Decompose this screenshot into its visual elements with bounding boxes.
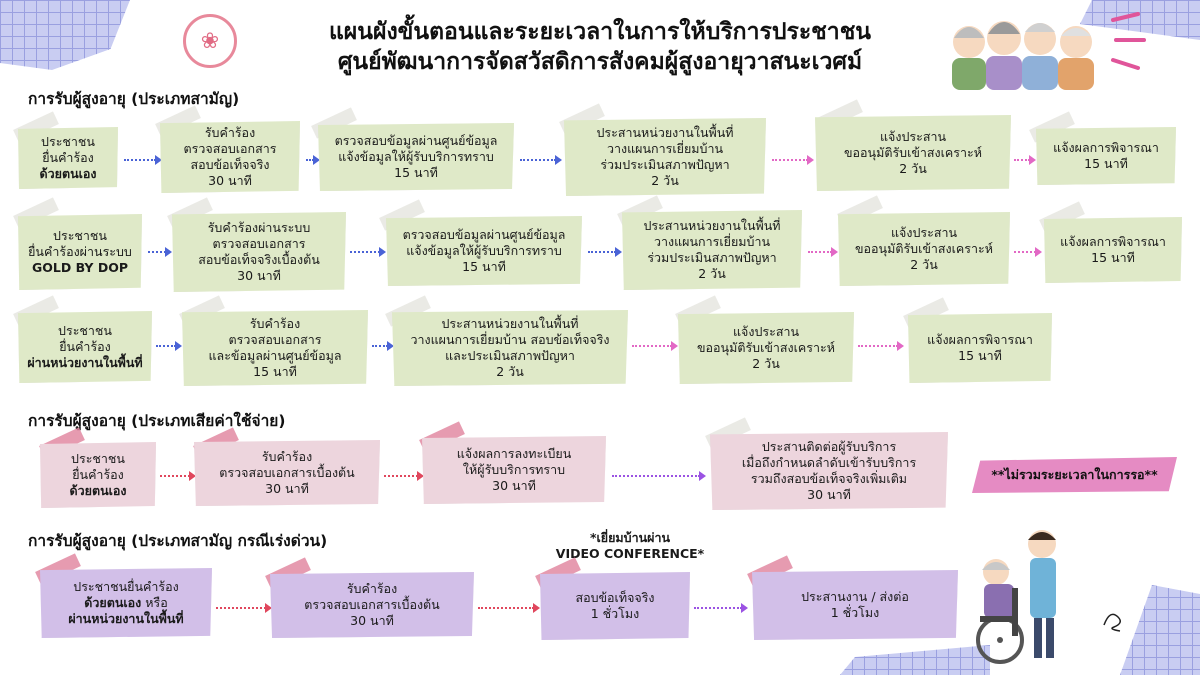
flow-step: ประสานติดต่อผู้รับบริการเมื่อถึงกำหนดลำด…	[710, 432, 948, 510]
flow-arrow	[148, 247, 172, 257]
flow-step: ประชาชนยื่นคำร้องด้วยตนเอง	[40, 442, 156, 508]
flow-step: ประสานหน่วยงานในพื้นที่วางแผนการเยี่ยมบ้…	[392, 310, 628, 386]
flow-arrow	[612, 471, 706, 481]
page-title-line2: ศูนย์พัฒนาการจัดสวัสดิการสังคมผู้สูงอายุ…	[337, 48, 863, 75]
flow-step: ประสานหน่วยงานในพื้นที่วางแผนการเยี่ยมบ้…	[564, 118, 766, 196]
decor-grid-bottom-right	[1120, 585, 1200, 675]
flow-arrow	[384, 471, 424, 481]
flow-arrow	[694, 603, 748, 613]
flow-arrow	[478, 603, 540, 613]
flow-step: แจ้งประสานขออนุมัติรับเข้าสงเคราะห์2 วัน	[838, 212, 1010, 286]
flow-arrow	[160, 471, 196, 481]
flow-arrow	[306, 155, 320, 165]
flow-arrow	[350, 247, 386, 257]
flow-arrow	[1014, 155, 1036, 165]
waiting-time-note: **ไม่รวมระยะเวลาในการรอ**	[972, 457, 1177, 493]
section-title-general: การรับผู้สูงอายุ (ประเภทสามัญ)	[28, 90, 240, 108]
flow-arrow	[808, 247, 838, 257]
flow-arrow	[1014, 247, 1042, 257]
emblem-icon: ❀	[183, 14, 237, 68]
sparkle-icon	[1111, 12, 1146, 70]
flow-step: ประสานหน่วยงานในพื้นที่วางแผนการเยี่ยมบ้…	[622, 210, 802, 290]
flow-step: รับคำร้องผ่านระบบตรวจสอบเอกสารสอบข้อเท็จ…	[172, 212, 346, 292]
flow-step: ประชาชนยื่นคำร้องผ่านหน่วยงานในพื้นที่	[18, 311, 152, 383]
decor-grid-top-left	[0, 0, 130, 70]
flow-arrow	[372, 341, 394, 351]
page-title-line1: แผนผังขั้นตอนและระยะเวลาในการให้บริการปร…	[328, 18, 872, 45]
flow-step: แจ้งประสานขออนุมัติรับเข้าสงเคราะห์2 วัน	[678, 312, 854, 384]
flow-arrow	[124, 155, 162, 165]
flow-arrow	[858, 341, 904, 351]
flow-step: ตรวจสอบข้อมูลผ่านศูนย์ข้อมูลแจ้งข้อมูลให…	[318, 123, 514, 191]
section-title-paid: การรับผู้สูงอายุ (ประเภทเสียค่าใช้จ่าย)	[28, 412, 286, 430]
flow-step: รับคำร้องตรวจสอบเอกสารและข้อมูลผ่านศูนย์…	[182, 310, 368, 386]
section-title-urgent: การรับผู้สูงอายุ (ประเภทสามัญ กรณีเร่งด่…	[28, 532, 328, 550]
flow-arrow	[520, 155, 562, 165]
flow-arrow	[632, 341, 678, 351]
flow-arrow	[588, 247, 622, 257]
doodle-icon	[1103, 613, 1121, 632]
flow-step: ตรวจสอบข้อมูลผ่านศูนย์ข้อมูลแจ้งข้อมูลให…	[386, 216, 582, 286]
caregiver-wheelchair-icon	[976, 530, 1056, 664]
flow-arrow	[772, 155, 814, 165]
flow-arrow	[156, 341, 182, 351]
flow-step: แจ้งประสานขออนุมัติรับเข้าสงเคราะห์2 วัน	[815, 115, 1011, 191]
flow-arrow	[216, 603, 272, 613]
flow-step: ประชาชนยื่นคำร้อง ด้วยตนเอง หรือ ผ่านหน่…	[40, 568, 212, 638]
flow-step: ประชาชนยื่นคำร้องด้วยตนเอง	[18, 127, 118, 189]
elderly-group-icon	[952, 21, 1094, 90]
